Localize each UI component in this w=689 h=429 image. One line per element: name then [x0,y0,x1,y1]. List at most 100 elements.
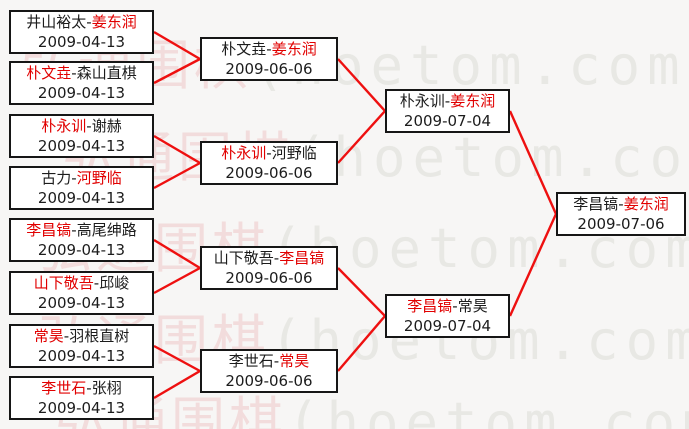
connector-line [153,134,201,165]
match-players: 山下敬吾-邱峻 [11,273,152,293]
match-qf-2: 朴永训-河野临 2009-06-06 [200,141,338,185]
match-date: 2009-04-13 [37,189,126,207]
vs-separator: - [71,221,77,239]
watermark-text: (hoetom.com) [287,391,689,429]
player-name: 河野临 [271,144,317,162]
player-name: 张栩 [91,379,122,397]
connector-line [153,266,201,295]
match-r16-2: 朴文垚-森山直棋 2009-04-13 [9,61,154,105]
match-players: 山下敬吾-李昌镐 [202,248,336,268]
player-name: 山下敬吾 [213,249,274,267]
match-date: 2009-07-04 [403,112,492,130]
vs-separator: - [273,249,280,267]
player-name: 朴永训 [221,144,267,162]
match-qf-1: 朴文垚-姜东润 2009-06-06 [200,37,338,81]
match-date: 2009-06-06 [225,372,313,390]
player-name: 井山裕太 [26,13,87,31]
match-r16-8: 李世石-张栩 2009-04-13 [9,376,154,420]
player-name: 古力 [41,169,72,187]
vs-separator: - [86,379,92,397]
player-name: 山下敬吾 [33,274,94,292]
connector-line [153,344,201,373]
connector-line [153,57,201,85]
match-date: 2009-06-06 [225,164,313,182]
match-players: 朴永训-河野临 [202,143,336,163]
vs-separator: - [444,92,451,110]
player-name: 谢赫 [91,117,122,135]
vs-separator: - [452,297,458,315]
vs-separator: - [93,274,100,292]
connector-line [153,30,201,61]
player-name: 朴永训 [399,92,445,110]
match-players: 李世石-常昊 [202,351,336,371]
vs-separator: - [266,144,272,162]
match-r16-5: 李昌镐-高尾绅路 2009-04-13 [9,218,154,262]
vs-separator: - [71,64,77,82]
vs-separator: - [618,195,624,213]
player-name: 姜东润 [623,195,669,213]
match-players: 常昊-羽根直树 [11,326,152,346]
match-players: 朴文垚-姜东润 [202,39,336,59]
match-qf-3: 山下敬吾-李昌镐 2009-06-06 [200,246,338,290]
match-date: 2009-07-06 [577,215,665,233]
connector-line [508,213,558,317]
connector-line [508,110,558,215]
player-name: 李昌镐 [26,221,72,239]
player-name: 李世石 [41,379,87,397]
match-players: 李昌镐-高尾绅路 [11,220,152,240]
player-name: 姜东润 [91,13,137,31]
match-r16-6: 山下敬吾-邱峻 2009-04-13 [9,271,154,315]
match-players: 朴文垚-森山直棋 [11,63,152,83]
vs-separator: - [71,169,77,187]
player-name: 常昊 [279,352,310,370]
player-name: 李昌镐 [573,195,619,213]
match-players: 朴永训-谢赫 [11,116,152,136]
match-sf-2: 李昌镐-常昊 2009-07-04 [385,294,510,338]
match-date: 2009-04-13 [37,84,126,102]
match-r16-3: 朴永训-谢赫 2009-04-13 [9,114,154,158]
player-name: 李昌镐 [279,249,325,267]
connector-line [337,58,386,112]
player-name: 朴文垚 [26,64,72,82]
vs-separator: - [86,13,92,31]
match-r16-4: 古力-河野临 2009-04-13 [9,166,154,210]
player-name: 邱峻 [99,274,130,292]
vs-separator: - [86,117,92,135]
match-players: 朴永训-姜东润 [387,91,508,111]
match-r16-7: 常昊-羽根直树 2009-04-13 [9,324,154,368]
match-date: 2009-04-13 [37,399,126,417]
match-date: 2009-04-13 [37,294,126,312]
match-date: 2009-04-13 [37,137,126,155]
match-sf-1: 朴永训-姜东润 2009-07-04 [385,89,510,133]
player-name: 朴文垚 [221,40,267,58]
player-name: 姜东润 [271,40,317,58]
vs-separator: - [273,352,280,370]
match-final: 李昌镐-姜东润 2009-07-06 [556,192,686,236]
player-name: 常昊 [457,297,488,315]
connector-line [337,110,386,164]
match-players: 李世石-张栩 [11,378,152,398]
match-date: 2009-06-06 [225,60,313,78]
connector-line [337,267,386,317]
player-name: 朴永训 [41,117,87,135]
match-date: 2009-04-13 [37,347,126,365]
watermark-row: 弘通围棋(hoetom.com)弘通 [38,311,689,371]
match-players: 古力-河野临 [11,168,152,188]
vs-separator: - [266,40,272,58]
connector-line [153,161,201,190]
match-date: 2009-04-13 [37,241,126,259]
match-qf-4: 李世石-常昊 2009-06-06 [200,349,338,393]
connector-line [153,238,201,270]
player-name: 李昌镐 [407,297,453,315]
match-date: 2009-07-04 [403,317,492,335]
player-name: 李世石 [228,352,274,370]
player-name: 姜东润 [450,92,496,110]
match-players: 李昌镐-姜东润 [558,194,684,214]
player-name: 河野临 [76,169,122,187]
match-date: 2009-06-06 [225,269,313,287]
player-name: 森山直棋 [76,64,137,82]
player-name: 羽根直树 [69,327,130,345]
match-date: 2009-04-13 [37,33,126,51]
